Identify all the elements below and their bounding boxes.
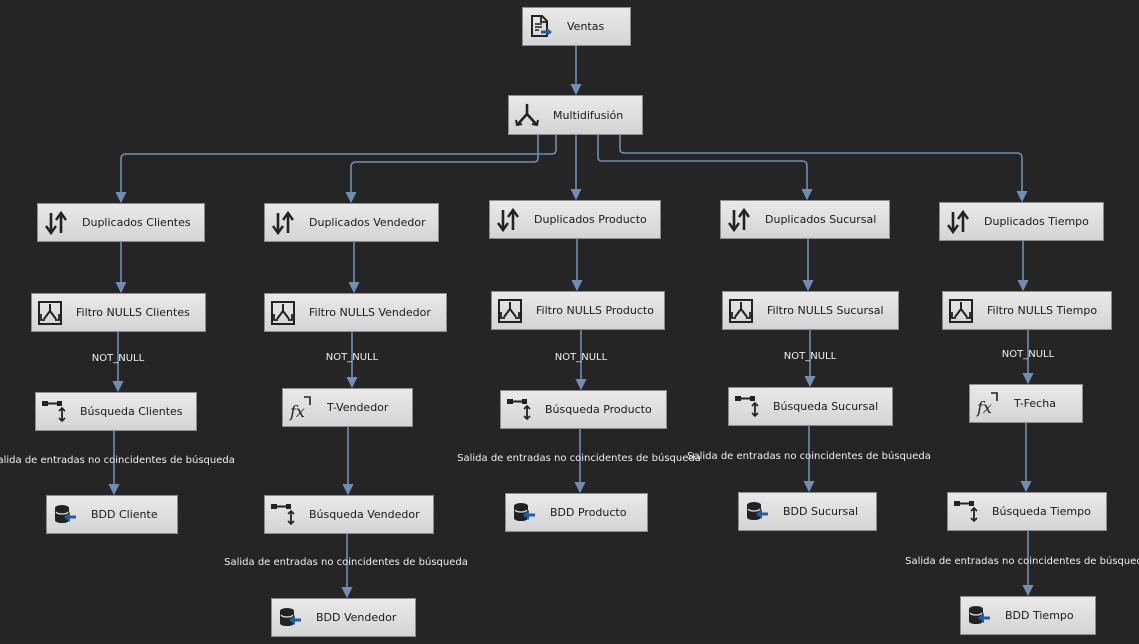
db-destination-icon bbox=[961, 597, 997, 634]
component-bus-cli[interactable]: Búsqueda Clientes bbox=[35, 392, 197, 431]
component-fil-tie[interactable]: Filtro NULLS Tiempo bbox=[942, 291, 1112, 330]
component-label: Filtro NULLS Producto bbox=[536, 304, 654, 317]
component-bdd-ven[interactable]: BDD Vendedor bbox=[271, 598, 416, 637]
component-bdd-suc[interactable]: BDD Sucursal bbox=[738, 492, 877, 531]
component-fil-cli[interactable]: Filtro NULLS Clientes bbox=[31, 293, 206, 332]
component-label: T-Fecha bbox=[1014, 397, 1056, 410]
no-match-label-producto: Salida de entradas no coincidentes de bú… bbox=[457, 453, 701, 464]
component-label: T-Vendedor bbox=[327, 401, 389, 414]
not-null-label-producto: NOT_NULL bbox=[554, 352, 608, 363]
not-null-label-sucursal: NOT_NULL bbox=[783, 351, 837, 362]
lookup-icon bbox=[36, 393, 72, 430]
component-dup-cli[interactable]: Duplicados Clientes bbox=[37, 203, 205, 242]
lookup-icon bbox=[265, 496, 301, 533]
conditional-split-icon bbox=[723, 292, 759, 329]
connector-multi-dup-cli[interactable] bbox=[115, 135, 557, 204]
not-null-label-clientes: NOT_NULL bbox=[91, 353, 145, 364]
component-t-ven[interactable]: fx T-Vendedor bbox=[282, 388, 413, 427]
db-destination-icon bbox=[506, 494, 542, 531]
db-destination-icon bbox=[739, 493, 775, 530]
component-label: BDD Producto bbox=[550, 506, 627, 519]
component-label: Duplicados Tiempo bbox=[984, 215, 1089, 228]
conditional-split-icon bbox=[32, 294, 68, 331]
component-label: Ventas bbox=[567, 20, 605, 33]
component-label: Duplicados Producto bbox=[534, 213, 647, 226]
sort-icon bbox=[490, 201, 526, 238]
svg-text:fx: fx bbox=[289, 402, 305, 421]
no-match-label-sucursal: Salida de entradas no coincidentes de bú… bbox=[687, 451, 931, 462]
no-match-label-clientes: Salida de entradas no coincidentes de bú… bbox=[0, 455, 235, 466]
no-match-label-tiempo: Salida de entradas no coincidentes de bú… bbox=[905, 556, 1139, 567]
component-dup-ven[interactable]: Duplicados Vendedor bbox=[264, 203, 439, 242]
component-label: Filtro NULLS Vendedor bbox=[309, 306, 431, 319]
component-label: BDD Tiempo bbox=[1005, 609, 1074, 622]
sort-icon bbox=[265, 204, 301, 241]
flat-file-source-icon bbox=[523, 8, 559, 45]
component-bdd-pro[interactable]: BDD Producto bbox=[505, 493, 648, 532]
conditional-split-icon bbox=[265, 294, 301, 331]
component-label: Búsqueda Sucursal bbox=[773, 400, 879, 413]
connector-multi-dup-suc[interactable] bbox=[597, 135, 813, 201]
db-destination-icon bbox=[272, 599, 308, 636]
component-fil-pro[interactable]: Filtro NULLS Producto bbox=[491, 291, 665, 330]
component-bus-ven[interactable]: Búsqueda Vendedor bbox=[264, 495, 434, 534]
component-label: Duplicados Vendedor bbox=[309, 216, 426, 229]
component-bdd-cli[interactable]: BDD Cliente bbox=[46, 495, 178, 534]
connector-multi-dup-ven[interactable] bbox=[345, 135, 539, 204]
connector-multi-dup-tie[interactable] bbox=[619, 135, 1028, 203]
derived-column-icon: fx bbox=[970, 385, 1006, 422]
component-label: Búsqueda Vendedor bbox=[309, 508, 420, 521]
component-label: Búsqueda Producto bbox=[545, 403, 652, 416]
component-label: BDD Sucursal bbox=[783, 505, 859, 518]
component-label: Duplicados Sucursal bbox=[765, 213, 877, 226]
component-label: Duplicados Clientes bbox=[82, 216, 191, 229]
sort-icon bbox=[940, 203, 976, 240]
component-label: BDD Cliente bbox=[91, 508, 158, 521]
component-fil-suc[interactable]: Filtro NULLS Sucursal bbox=[722, 291, 899, 330]
component-t-fec[interactable]: fx T-Fecha bbox=[969, 384, 1083, 423]
conditional-split-icon bbox=[943, 292, 979, 329]
component-label: Búsqueda Tiempo bbox=[992, 505, 1091, 518]
component-multi[interactable]: Multidifusión bbox=[508, 95, 643, 135]
derived-column-icon: fx bbox=[283, 389, 319, 426]
conditional-split-icon bbox=[492, 292, 528, 329]
component-dup-pro[interactable]: Duplicados Producto bbox=[489, 200, 661, 239]
not-null-label-tiempo: NOT_NULL bbox=[1001, 349, 1055, 360]
svg-text:fx: fx bbox=[976, 398, 992, 417]
lookup-icon bbox=[729, 388, 765, 425]
component-dup-tie[interactable]: Duplicados Tiempo bbox=[939, 202, 1104, 241]
component-label: Filtro NULLS Tiempo bbox=[987, 304, 1098, 317]
component-label: Búsqueda Clientes bbox=[80, 405, 183, 418]
not-null-label-vendedor: NOT_NULL bbox=[325, 352, 379, 363]
component-bus-tie[interactable]: Búsqueda Tiempo bbox=[947, 492, 1107, 531]
component-bus-pro[interactable]: Búsqueda Producto bbox=[500, 390, 667, 429]
sort-icon bbox=[721, 201, 757, 238]
lookup-icon bbox=[948, 493, 984, 530]
lookup-icon bbox=[501, 391, 537, 428]
component-ventas[interactable]: Ventas bbox=[522, 7, 631, 46]
sort-icon bbox=[38, 204, 74, 241]
component-dup-suc[interactable]: Duplicados Sucursal bbox=[720, 200, 890, 239]
multicast-icon bbox=[509, 96, 545, 134]
component-label: Multidifusión bbox=[553, 108, 624, 122]
component-label: Filtro NULLS Sucursal bbox=[767, 304, 884, 317]
component-label: Filtro NULLS Clientes bbox=[76, 306, 190, 319]
db-destination-icon bbox=[47, 496, 83, 533]
component-label: BDD Vendedor bbox=[316, 611, 397, 624]
component-bdd-tie[interactable]: BDD Tiempo bbox=[960, 596, 1096, 635]
no-match-label-vendedor: Salida de entradas no coincidentes de bú… bbox=[224, 557, 468, 568]
component-bus-suc[interactable]: Búsqueda Sucursal bbox=[728, 387, 893, 426]
component-fil-ven[interactable]: Filtro NULLS Vendedor bbox=[264, 293, 447, 332]
